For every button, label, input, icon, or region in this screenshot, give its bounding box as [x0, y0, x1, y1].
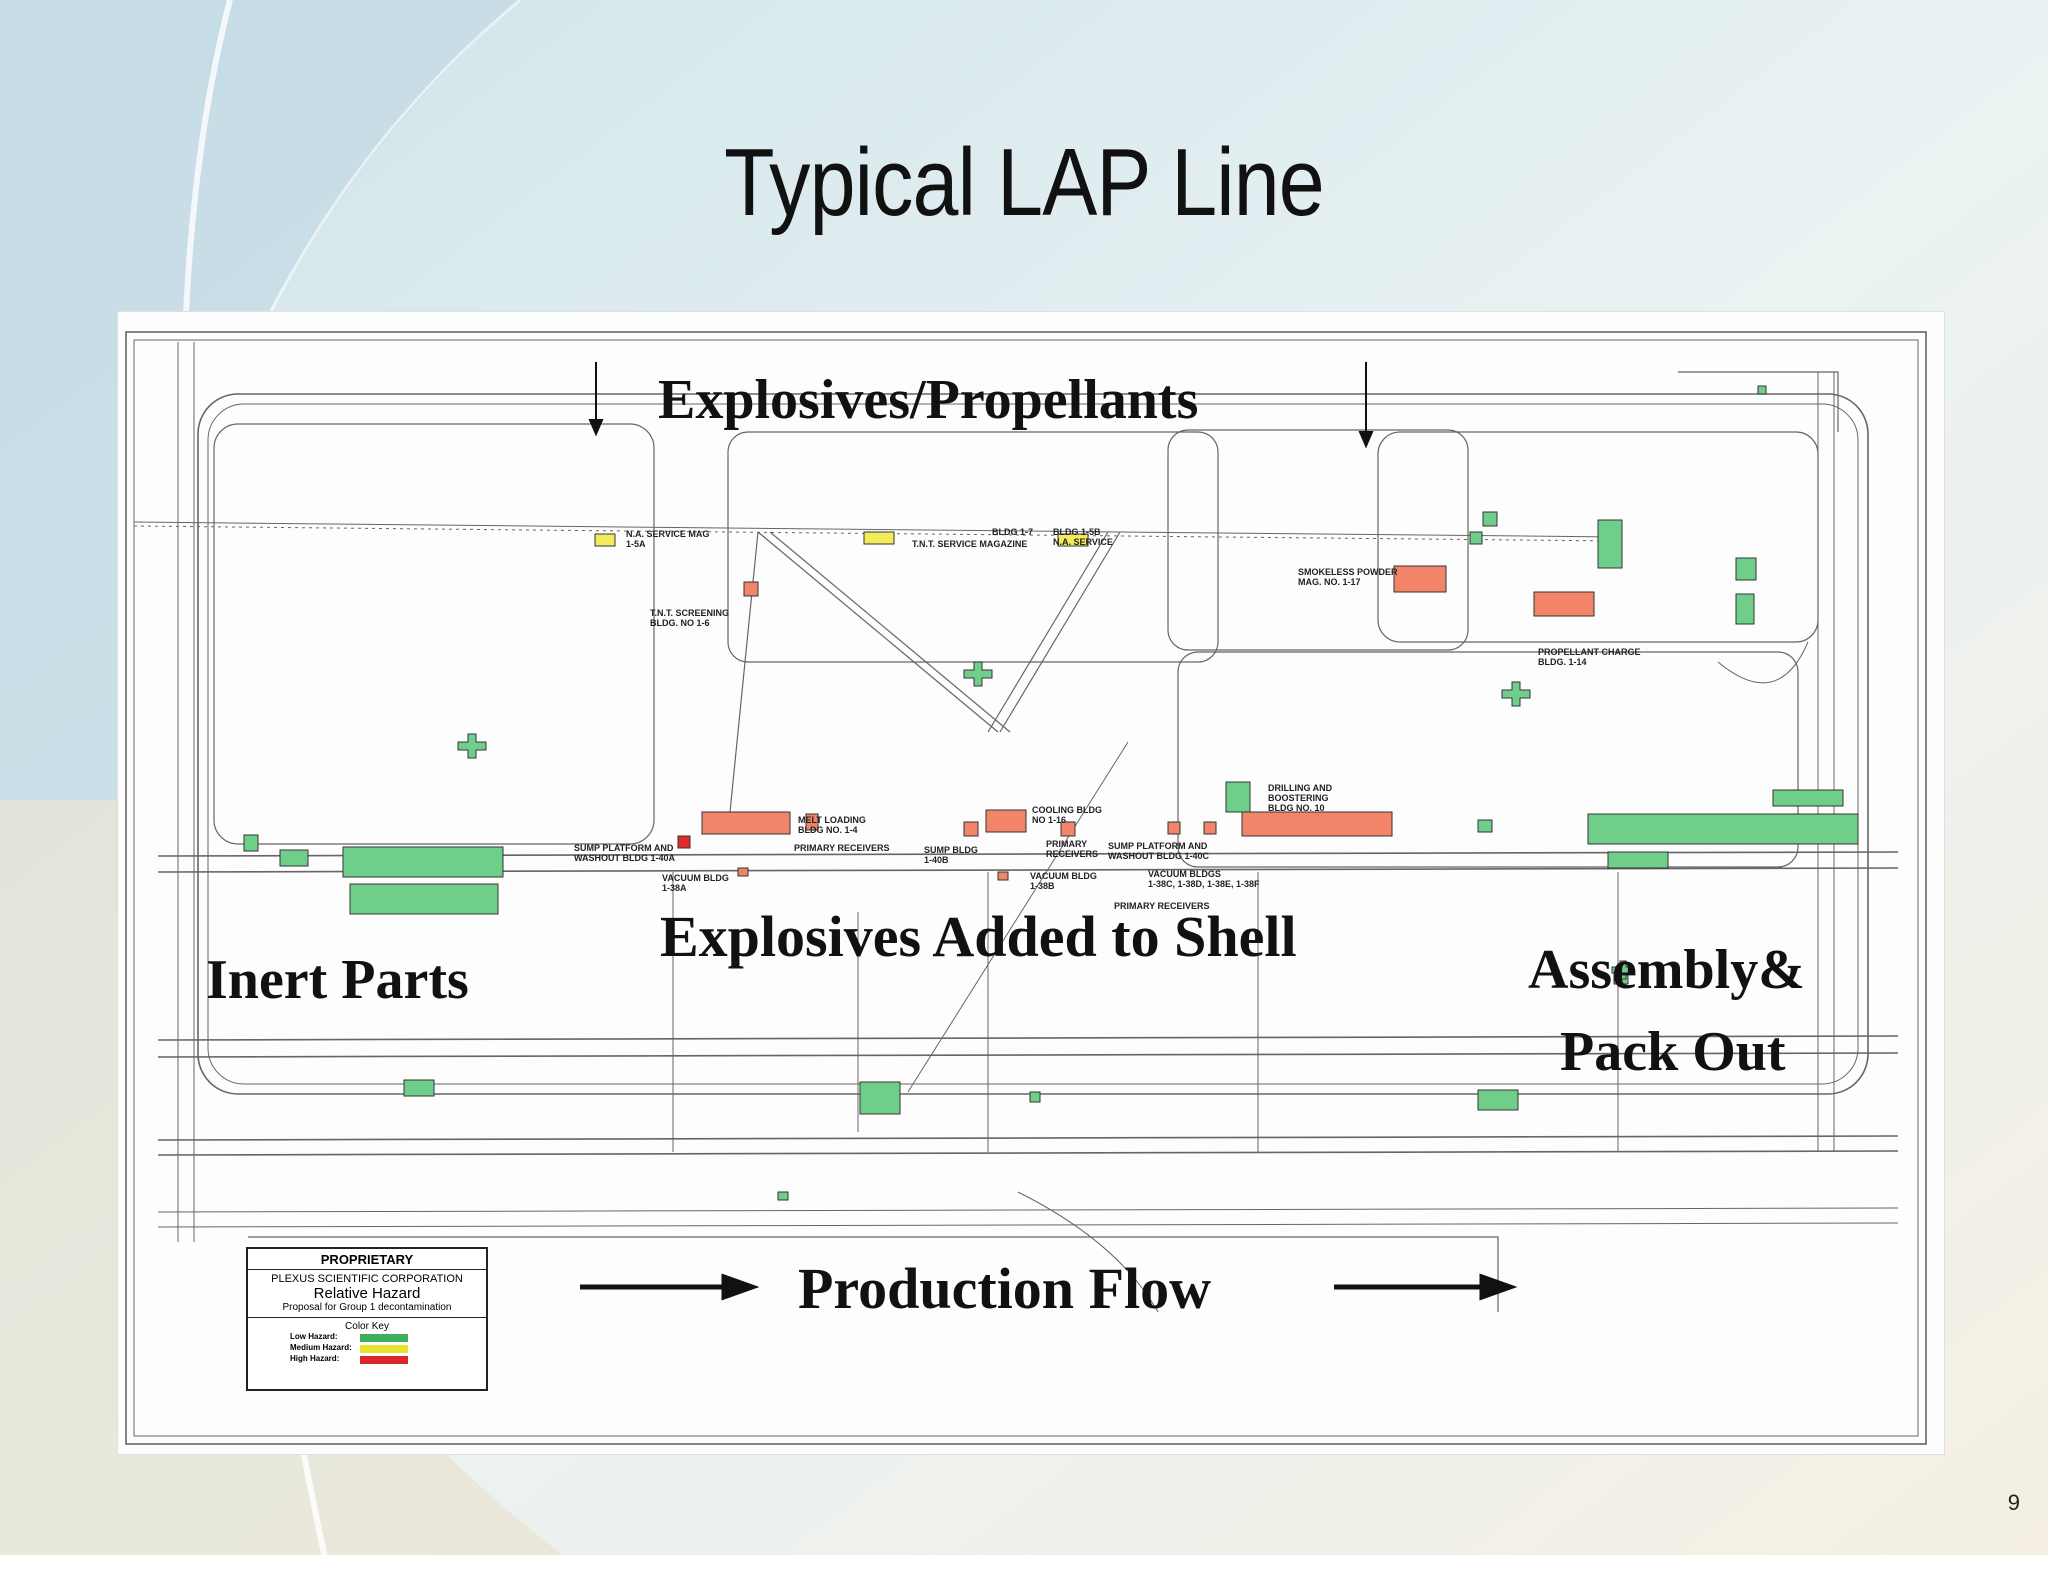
- label-vacuum-bldg-a: VACUUM BLDG 1-38A: [662, 873, 729, 893]
- label-primary-receivers-1: PRIMARY RECEIVERS: [794, 843, 890, 853]
- legend-high-label: High Hazard:: [290, 1354, 340, 1363]
- label-bldg-1-7: BLDG 1-7: [992, 527, 1034, 537]
- label-vacuum-bldg-b: VACUUM BLDG 1-38B: [1030, 871, 1097, 891]
- legend-color-key: Color Key: [345, 1321, 389, 1332]
- label-tnt-service-magazine: T.N.T. SERVICE MAGAZINE: [912, 539, 1028, 549]
- label-primary-receivers-2: PRIMARY RECEIVERS: [1046, 839, 1099, 859]
- label-drilling-boostering: DRILLING AND BOOSTERING BLDG NO. 10: [1268, 783, 1333, 813]
- page-number: 9: [2007, 1490, 2020, 1515]
- label-sump-platform-c: SUMP PLATFORM AND WASHOUT BLDG 1-40C: [1108, 841, 1210, 861]
- label-tnt-screening: T.N.T. SCREENING BLDG. NO 1-6: [650, 608, 730, 628]
- legend-medium-label: Medium Hazard:: [290, 1343, 352, 1352]
- legend-high-swatch: [360, 1356, 408, 1364]
- legend-item-low: Low Hazard:: [248, 1332, 486, 1343]
- label-explosives-added-to-shell: Explosives Added to Shell: [660, 904, 1297, 969]
- legend-proposal: Proposal for Group 1 decontamination: [248, 1302, 486, 1318]
- label-sump-bldg-b: SUMP BLDG 1-40B: [924, 845, 978, 865]
- label-production-flow: Production Flow: [798, 1256, 1211, 1321]
- lap-line-map: N.A. SERVICE MAG 1-5A BLDG 1-7 T.N.T. SE…: [118, 312, 1944, 1454]
- label-cooling-bldg: COOLING BLDG NO 1-16: [1032, 805, 1102, 825]
- label-explosives-propellants: Explosives/Propellants: [658, 369, 1199, 431]
- label-smokeless-powder: SMOKELESS POWDER MAG. NO. 1-17: [1298, 567, 1398, 587]
- legend-title: PROPRIETARY: [248, 1249, 486, 1270]
- legend-company: PLEXUS SCIENTIFIC CORPORATION: [271, 1273, 463, 1285]
- legend-item-high: High Hazard:: [248, 1354, 486, 1365]
- slide-title: Typical LAP Line: [724, 129, 1325, 236]
- legend-low-swatch: [360, 1334, 408, 1342]
- legend-medium-swatch: [360, 1345, 408, 1353]
- label-sump-platform-a: SUMP PLATFORM AND WASHOUT BLDG 1-40A: [574, 843, 676, 863]
- label-bldg-1-5b: BLDG 1-5B N.A. SERVICE: [1053, 527, 1113, 547]
- label-propellant-charge: PROPELLANT CHARGE BLDG. 1-14: [1538, 647, 1641, 667]
- label-inert-parts: Inert Parts: [206, 949, 469, 1011]
- label-na-service-mag: N.A. SERVICE MAG 1-5A: [626, 529, 710, 549]
- hazard-legend: PROPRIETARY PLEXUS SCIENTIFIC CORPORATIO…: [246, 1247, 488, 1391]
- site-plan-drawing: [125, 331, 1927, 1445]
- label-primary-receivers-3: PRIMARY RECEIVERS: [1114, 901, 1210, 911]
- legend-subtitle: Relative Hazard: [313, 1285, 421, 1302]
- legend-low-label: Low Hazard:: [290, 1332, 338, 1341]
- label-pack-out: Pack Out: [1560, 1021, 1786, 1083]
- legend-item-medium: Medium Hazard:: [248, 1343, 486, 1354]
- label-vacuum-bldgs: VACUUM BLDGS 1-38C, 1-38D, 1-38E, 1-38F: [1148, 869, 1260, 889]
- label-melt-loading: MELT LOADING BLDG NO. 1-4: [798, 815, 866, 835]
- label-assembly: Assembly&: [1528, 939, 1805, 1001]
